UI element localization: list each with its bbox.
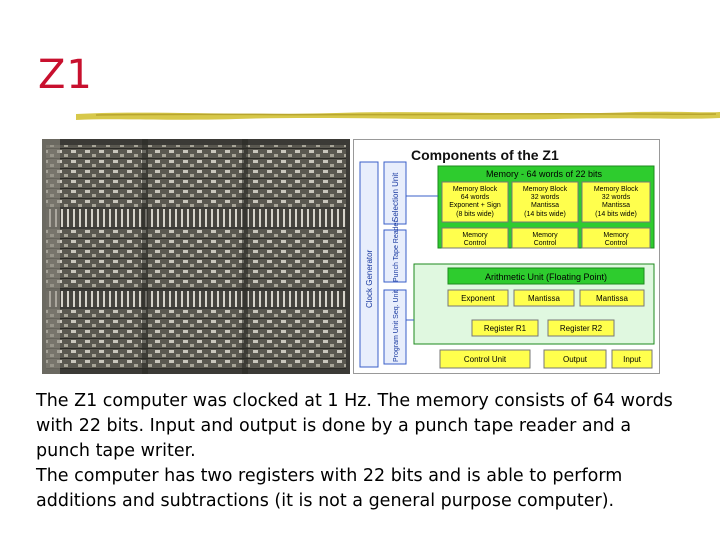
z1-machine-photo [42, 139, 350, 374]
memory-block-3: Memory Block 32 words Mantissa (14 bits … [581, 181, 651, 223]
svg-text:Input: Input [623, 355, 642, 364]
svg-text:Memory: Memory [532, 232, 558, 239]
alu-mantissa-2: Mantissa [579, 289, 645, 307]
memory-control-2: Memory Control [511, 227, 579, 249]
control-unit: Control Unit [439, 349, 531, 369]
svg-text:64 words: 64 words [461, 194, 490, 201]
slide-title: Z1 [38, 52, 93, 98]
input-unit: Input [611, 349, 653, 369]
slide-body: The Z1 computer was clocked at 1 Hz. The… [36, 389, 686, 514]
svg-text:Control: Control [534, 240, 557, 247]
alu-mantissa-1: Mantissa [513, 289, 575, 307]
svg-text:32 words: 32 words [602, 194, 631, 201]
components-diagram: Clock Generator Selection Unit Punch Tap… [353, 139, 660, 374]
alu-exponent: Exponent [447, 289, 509, 307]
svg-text:Mantissa: Mantissa [596, 294, 629, 303]
svg-text:Exponent: Exponent [461, 294, 496, 303]
memory-block-1: Memory Block 64 words Exponent + Sign (8… [441, 181, 509, 223]
memory-block-2: Memory Block 32 words Mantissa (14 bits … [511, 181, 579, 223]
svg-text:(8 bits wide): (8 bits wide) [456, 211, 494, 218]
paragraph-2: The computer has two registers with 22 b… [36, 466, 623, 511]
svg-text:Mantissa: Mantissa [531, 202, 559, 209]
paragraph-1: The Z1 computer was clocked at 1 Hz. The… [36, 391, 673, 461]
svg-text:Control Unit: Control Unit [464, 355, 507, 364]
register-r1: Register R1 [471, 319, 539, 337]
svg-text:Memory Block: Memory Block [523, 186, 568, 193]
clock-generator-label: Clock Generator [365, 249, 374, 308]
punch-tape-reader-label: Punch Tape Reader [393, 220, 400, 282]
memory-control-1: Memory Control [441, 227, 509, 249]
svg-text:Control: Control [605, 240, 628, 247]
svg-text:32 words: 32 words [531, 194, 560, 201]
memory-title: Memory - 64 words of 22 bits [486, 169, 603, 179]
svg-text:Memory: Memory [462, 232, 488, 239]
program-unit-label: Program Unit Seq. Unit [393, 290, 400, 362]
svg-text:(14 bits wide): (14 bits wide) [524, 211, 566, 218]
svg-text:Register R1: Register R1 [484, 324, 527, 333]
selection-unit-label: Selection Unit [391, 172, 400, 222]
svg-text:Control: Control [464, 240, 487, 247]
output-unit: Output [543, 349, 607, 369]
svg-text:(14 bits wide): (14 bits wide) [595, 211, 637, 218]
diagram-heading: Components of the Z1 [411, 147, 559, 163]
svg-text:Mantissa: Mantissa [602, 202, 630, 209]
register-r2: Register R2 [547, 319, 615, 337]
svg-text:Memory Block: Memory Block [594, 186, 639, 193]
svg-text:Memory Block: Memory Block [453, 186, 498, 193]
svg-text:Mantissa: Mantissa [528, 294, 561, 303]
svg-text:Exponent + Sign: Exponent + Sign [449, 202, 501, 209]
title-underline-decoration [76, 111, 720, 120]
svg-text:Output: Output [563, 355, 588, 364]
memory-control-3: Memory Control [581, 227, 651, 249]
alu-title: Arithmetic Unit (Floating Point) [485, 272, 607, 282]
svg-text:Register R2: Register R2 [560, 324, 603, 333]
svg-text:Memory: Memory [603, 232, 629, 239]
